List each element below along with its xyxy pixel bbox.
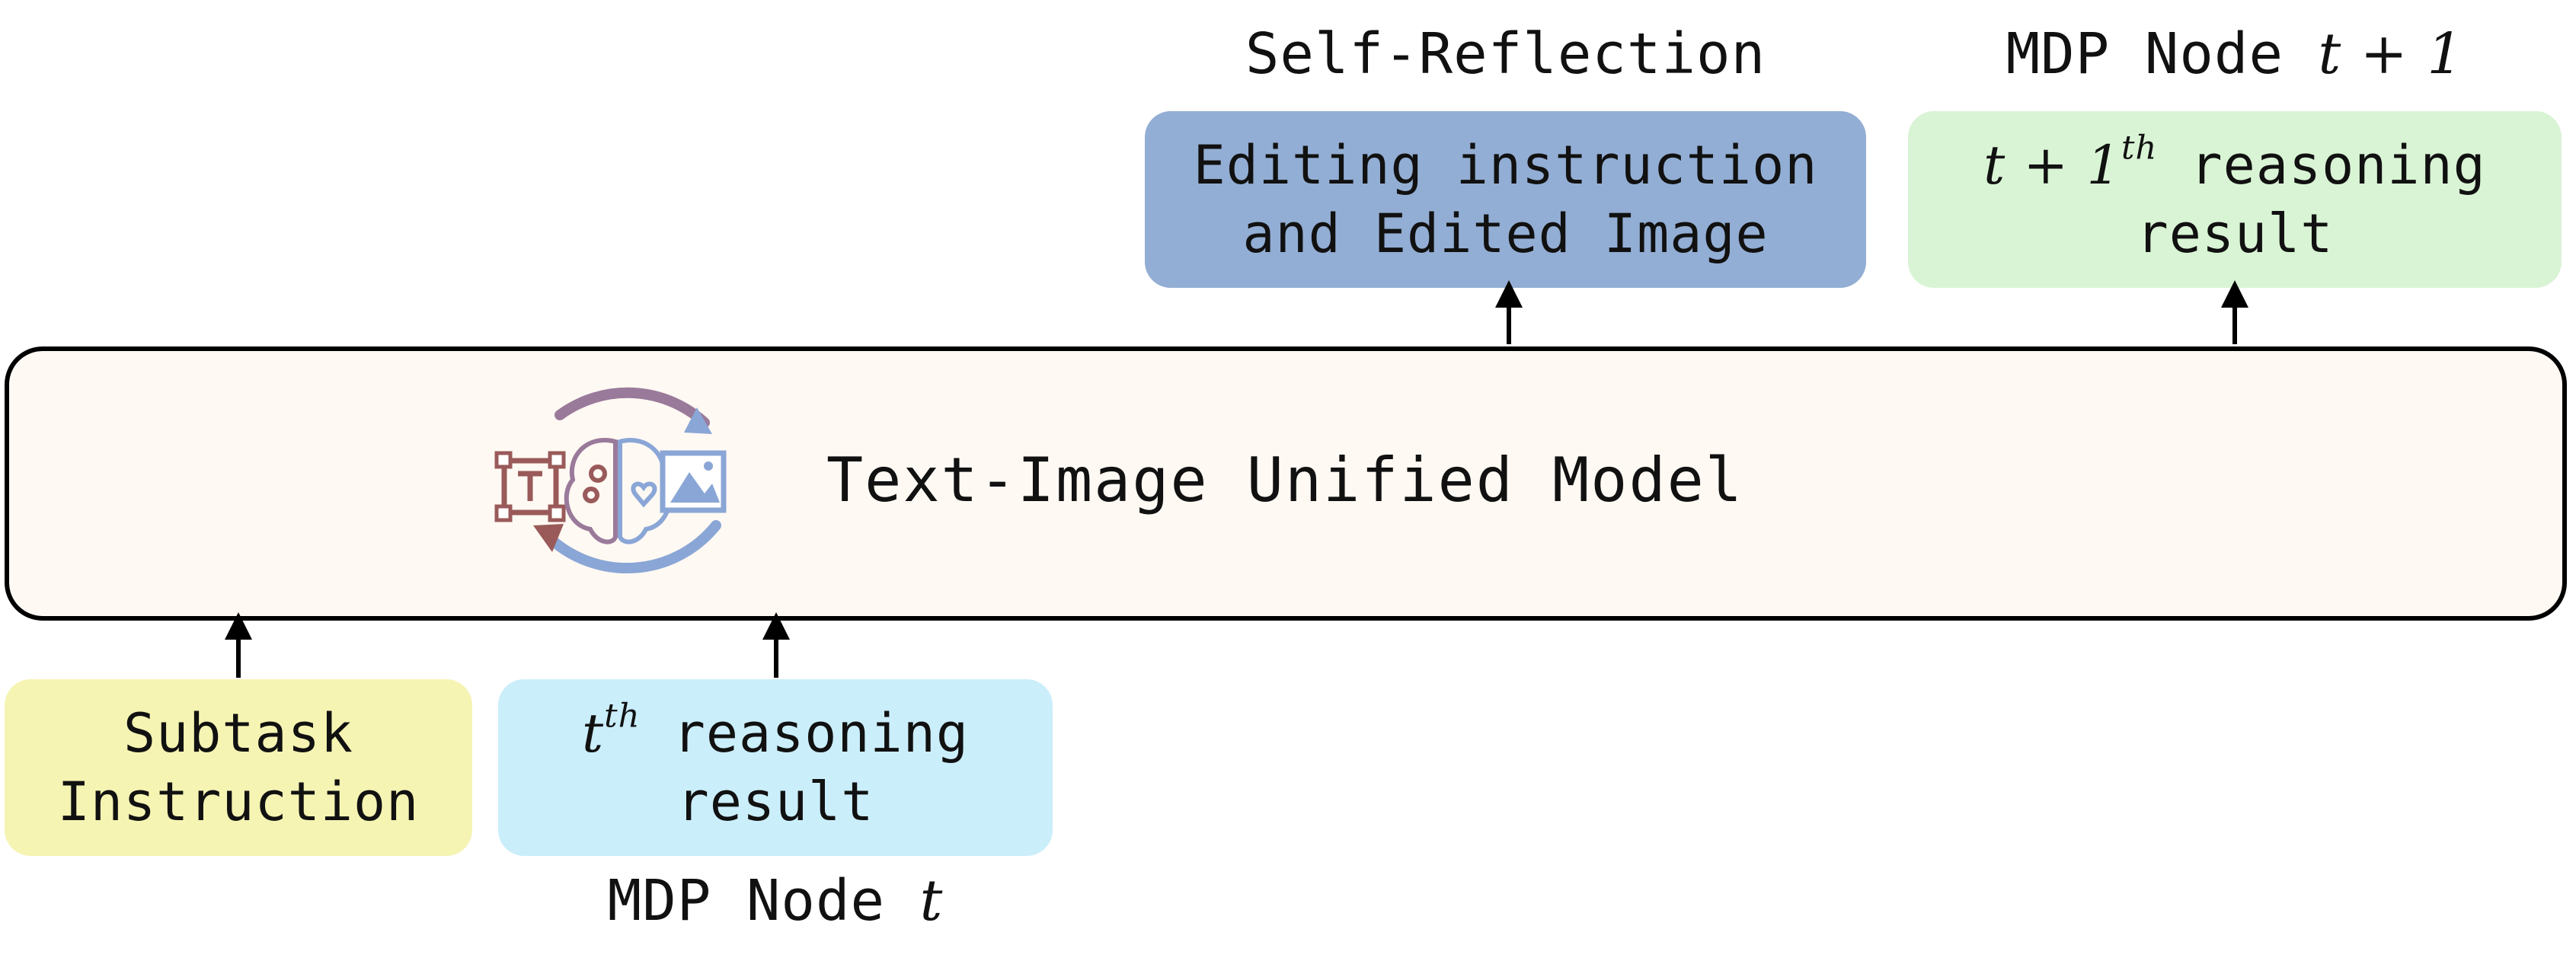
next-reasoning-line2: result (2136, 203, 2334, 265)
brain-icon (564, 438, 672, 544)
current-t-math: t (582, 702, 605, 765)
mdp-node-prefix: MDP Node (2006, 21, 2319, 87)
mdp-node-t-math: t (919, 868, 944, 934)
next-reasoning-line1: t + 1th reasoning (1983, 131, 2486, 200)
mdp-node-t-prefix: MDP Node (607, 868, 920, 934)
next-reasoning-word: reasoning (2157, 134, 2486, 196)
text-image-unified-model-box (5, 346, 2567, 621)
current-reasoning-result-box: tth reasoning result (498, 679, 1053, 856)
editing-instruction-box: Editing instruction and Edited Image (1145, 111, 1866, 288)
current-reasoning-line1: tth reasoning (582, 699, 969, 768)
next-t-plus-1-math: t + 1 (1983, 134, 2121, 196)
next-th-sup: th (2121, 129, 2158, 168)
next-reasoning-result-box: t + 1th reasoning result (1908, 111, 2562, 288)
current-reasoning-line2: result (676, 771, 874, 833)
editing-instruction-line1: Editing instruction (1193, 134, 1818, 196)
subtask-line1: Subtask (123, 702, 353, 765)
mdp-node-t-caption: MDP Node t (498, 868, 1053, 934)
current-reasoning-word: reasoning (640, 702, 969, 765)
self-reflection-caption: Self-Reflection (1245, 21, 1766, 87)
subtask-instruction-box: Subtask Instruction (5, 679, 472, 856)
mdp-node-t-plus-1-math: t + 1 (2318, 21, 2464, 87)
model-label: Text-Image Unified Model (826, 445, 1743, 516)
current-th-sup: th (604, 697, 641, 736)
text-box-icon (494, 451, 566, 522)
editing-instruction-line2: and Edited Image (1242, 203, 1769, 265)
image-icon (660, 450, 727, 513)
subtask-line2: Instruction (57, 771, 420, 833)
mdp-node-t-plus-1-caption: MDP Node t + 1 (1908, 21, 2562, 87)
cycle-arrows-icon (533, 387, 721, 573)
